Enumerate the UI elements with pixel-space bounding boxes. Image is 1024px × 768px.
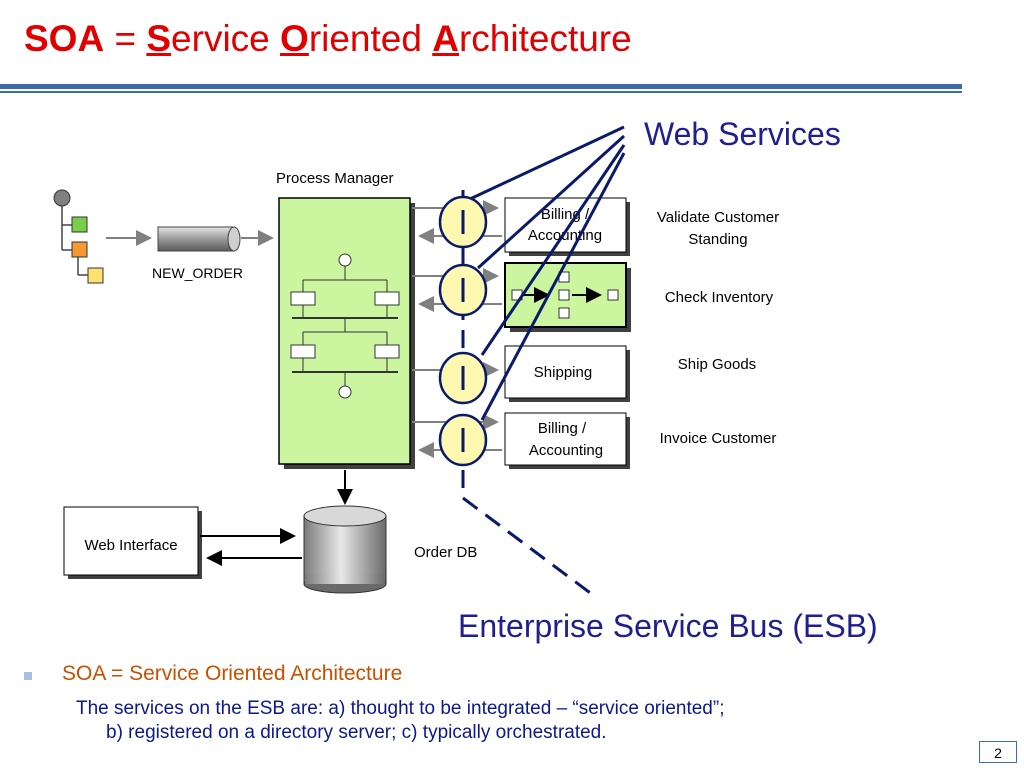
web-interface-box: [63, 506, 202, 579]
new-order-label: NEW_ORDER: [152, 265, 243, 281]
bullet-square-icon: [24, 672, 32, 680]
esb-connector-1: [438, 195, 488, 249]
service-desc-2: Check Inventory: [665, 289, 774, 306]
esb-connector-3: [438, 351, 488, 405]
order-db-icon: [303, 505, 387, 594]
service-desc-3: Ship Goods: [678, 356, 756, 373]
title-letter-s: S: [146, 18, 172, 59]
service-box-3-line1: Shipping: [534, 364, 592, 381]
service-desc-1-line2: Standing: [688, 231, 747, 248]
service-box-1-line2: Accounting: [528, 227, 602, 244]
slide-title: SOA = Service Oriented Architecture: [24, 18, 632, 60]
page-number: 2: [979, 741, 1017, 763]
title-rule-thin: [0, 91, 962, 93]
web-interface-label: Web Interface: [84, 537, 177, 554]
title-equals: =: [104, 18, 147, 59]
new-order-channel-icon: [157, 226, 241, 252]
service-box-billing-invoice: [504, 412, 630, 469]
order-db-label: Order DB: [414, 544, 477, 561]
process-manager-box: [278, 197, 415, 469]
bullet-sub-line2: b) registered on a directory server; c) …: [106, 722, 607, 743]
process-manager-label: Process Manager: [276, 170, 394, 187]
service-box-4-line2: Accounting: [529, 442, 603, 459]
title-word-service: ervice: [171, 18, 281, 59]
title-word-oriented: riented: [308, 18, 433, 59]
service-box-billing-validate: [504, 197, 630, 256]
web-services-callout-lines: [469, 125, 626, 421]
esb-connector-4: [438, 413, 488, 467]
web-services-label: Web Services: [644, 116, 841, 152]
title-letter-a: A: [432, 18, 459, 59]
service-box-shipping: [504, 345, 630, 402]
title-word-architecture: rchitecture: [458, 18, 632, 59]
service-box-1-line1: Billing /: [541, 206, 590, 223]
order-tree-icon: [53, 189, 104, 284]
service-desc-1-line1: Validate Customer: [657, 209, 779, 226]
bullet-sub-line1: The services on the ESB are: a) thought …: [76, 698, 725, 719]
title-rule-thick: [0, 84, 962, 89]
bullet-main-text: SOA = Service Oriented Architecture: [62, 662, 403, 685]
service-box-4-line1: Billing /: [538, 420, 587, 437]
service-box-inventory: [504, 262, 631, 332]
esb-connector-2: [438, 263, 488, 317]
title-prefix: SOA: [24, 18, 105, 59]
esb-label: Enterprise Service Bus (ESB): [458, 608, 878, 644]
service-desc-4: Invoice Customer: [660, 430, 777, 447]
title-letter-o: O: [280, 18, 309, 59]
